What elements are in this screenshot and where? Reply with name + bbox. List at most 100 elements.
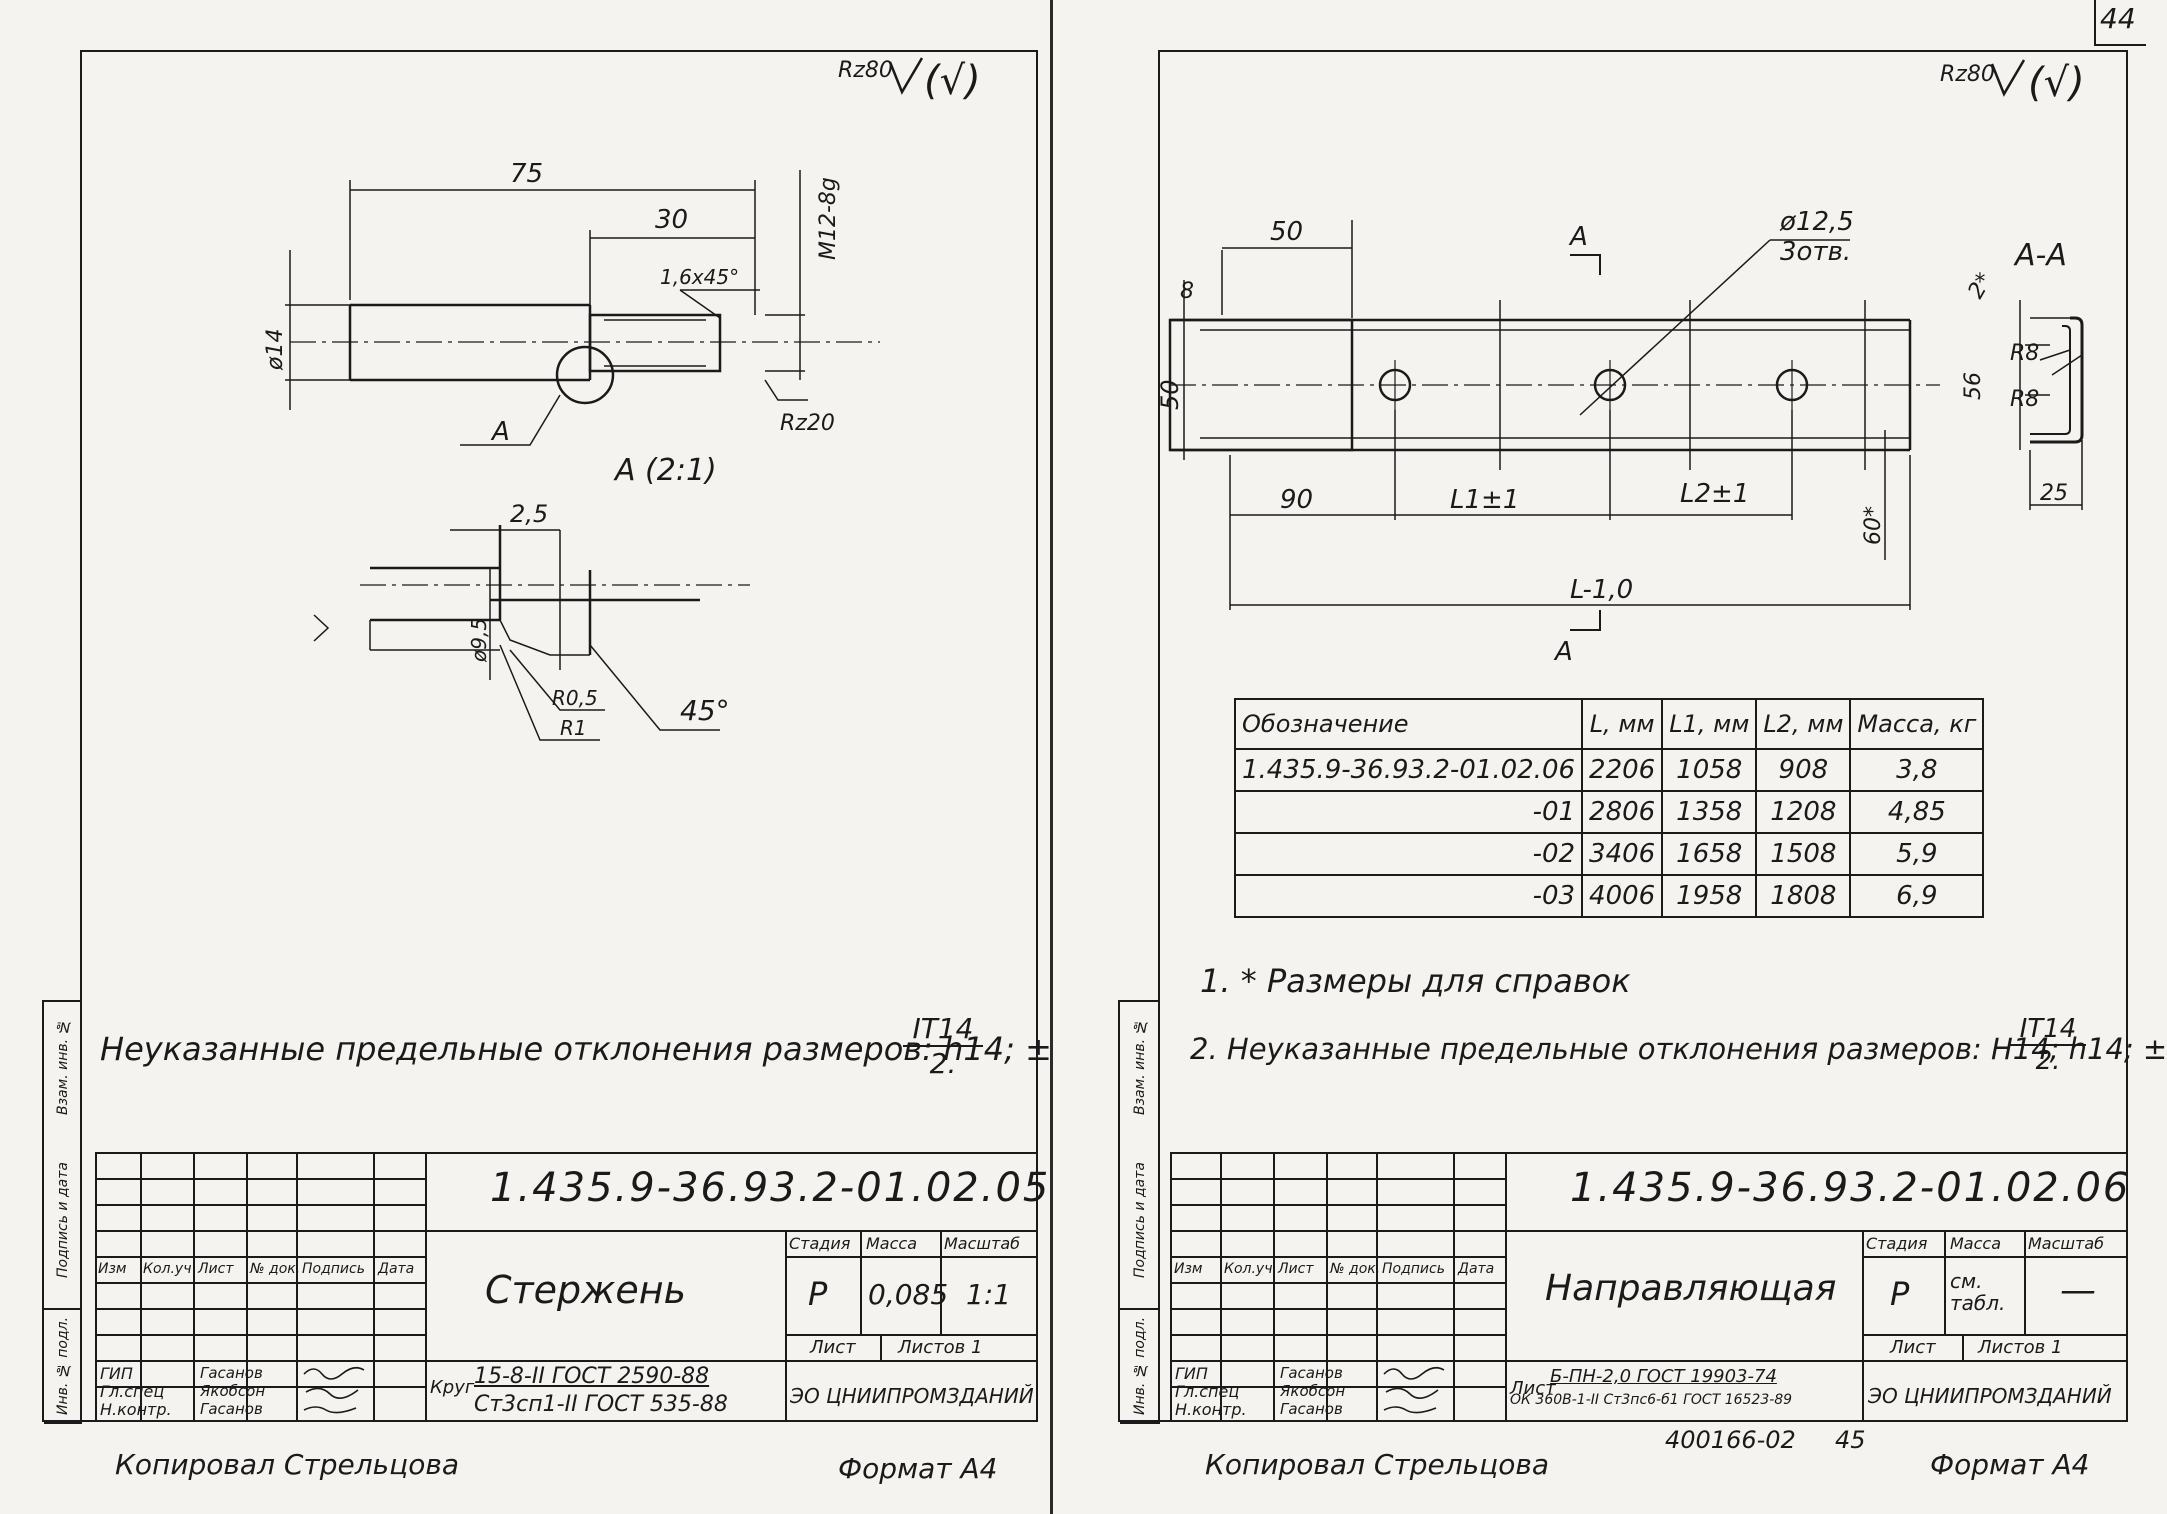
page-number-box (2094, 0, 2146, 46)
right-role-glspec: Гл.спец (1175, 1382, 1240, 1401)
right-doc-number: 1.435.9-36.93.2-01.02.06 (1570, 1165, 2131, 1211)
th-l2: L2, мм (1755, 698, 1852, 750)
th-l: L, мм (1581, 698, 1664, 750)
dia-9-5: ø9,5 (467, 618, 491, 663)
binder-label-signature: Подпись и дата (44, 1132, 82, 1310)
dim-90: 90 (1280, 485, 1313, 515)
right-format: Формат А4 (1930, 1448, 2090, 1481)
left-sheet-frame (80, 50, 1038, 1422)
left-sheet-label: Лист (810, 1337, 856, 1358)
left-roughness-general: Rz80 (838, 58, 893, 83)
left-role-nkontr: Н.контр. (100, 1400, 172, 1419)
right-col-date: Дата (1458, 1261, 1495, 1277)
left-fraction-den: 2. (929, 1047, 957, 1080)
left-title-block (95, 1152, 1038, 1422)
left-doc-number: 1.435.9-36.93.2-01.02.05 (490, 1165, 1051, 1211)
dim-l-total: L-1,0 (1570, 575, 1633, 605)
th-designation: Обозначение (1233, 698, 1584, 750)
right-roughness-general: Rz80 (1940, 62, 1995, 87)
left-organization: ЭО ЦНИИПРОМЗДАНИЙ (790, 1384, 1034, 1408)
binder-label-vzam: Взам. инв. № (55, 1018, 71, 1116)
right-scale-label: Масштаб (2028, 1234, 2105, 1253)
right-roughness-check: (√) (2028, 60, 2085, 106)
right-mass-label: Масса (1950, 1234, 2002, 1253)
r0-5: R0,5 (552, 686, 598, 710)
right-name-1: Гасанов (1280, 1364, 1343, 1382)
dim-l2: L2±1 (1680, 479, 1749, 509)
right-col-list: Лист (1278, 1261, 1314, 1277)
right-organization: ЭО ЦНИИПРОМЗДАНИЙ (1868, 1384, 2112, 1408)
left-copied-by: Копировал Стрельцова (115, 1448, 459, 1481)
left-roughness-symbol (888, 57, 924, 95)
right-fraction-den: 2. (2035, 1046, 2061, 1076)
th-mass: Масса, кг (1849, 698, 1985, 750)
right-part-name: Направляющая (1545, 1268, 1837, 1309)
radius-r8-top: R8 (2010, 341, 2039, 366)
left-material-prefix: Круг (430, 1377, 475, 1398)
right-material-line2: ОК 360В-1-II Ст3пс6-б1 ГОСТ 16523-89 (1510, 1392, 1793, 1408)
left-name-1: Гасанов (200, 1364, 263, 1382)
table-row: -01 2806 1358 1208 4,85 (1233, 790, 1985, 834)
right-note-1: 1. * Размеры для справок (1200, 962, 1631, 1000)
page-number: 44 (2100, 2, 2136, 35)
dim-30: 30 (655, 205, 688, 235)
dim-75: 75 (510, 159, 543, 189)
left-mass: 0,085 (868, 1278, 949, 1311)
right-col-izm: Изм (1174, 1261, 1203, 1277)
right-stage: Р (1890, 1275, 1910, 1313)
right-col-doc: № док. (1330, 1261, 1381, 1277)
right-binder-strip: Инв. № подл. Подпись и дата Взам. инв. № (1118, 1000, 1160, 1424)
section-a-bottom: А (1553, 637, 1573, 667)
th-l1: L1, мм (1661, 698, 1758, 750)
sheet-divider (1050, 0, 1053, 1514)
roughness-rz20: Rz20 (780, 411, 835, 436)
left-scale: 1:1 (966, 1278, 1012, 1311)
left-name-2: Якобсон (200, 1382, 266, 1400)
left-tolerance-text: Неуказанные предельные отклонения размер… (100, 1030, 1052, 1068)
binder-label-signature: Подпись и дата (1120, 1132, 1160, 1310)
dim-60: 60* (1861, 506, 1886, 545)
right-role-nkontr: Н.контр. (1175, 1400, 1247, 1419)
radius-r8-bottom: R8 (2010, 387, 2039, 412)
right-signatures (1383, 1366, 1445, 1414)
thread-label: М12-8g (816, 177, 841, 260)
angle-45: 45° (680, 694, 730, 727)
right-mass: см. табл. (1950, 1269, 2006, 1315)
left-col-sign: Подпись (302, 1261, 365, 1277)
left-part-drawing: 75 30 1,6х45° М12-8g ø14 Rz20 А А (2:1) … (263, 159, 880, 741)
right-title-block (1170, 1152, 2128, 1422)
left-stage-label: Стадия (789, 1234, 851, 1253)
left-fraction-num: IT14 (903, 1012, 983, 1047)
right-tolerance-fraction: IT14 2. (2010, 1014, 2086, 1076)
right-roughness-symbol (1990, 59, 2026, 97)
dim-l1: L1±1 (1450, 485, 1519, 515)
r1: R1 (560, 716, 587, 740)
left-part-name: Стержень (485, 1268, 687, 1312)
left-role-glspec: Гл.спец (100, 1382, 165, 1401)
right-role-gip: ГИП (1175, 1364, 1208, 1383)
table-row: 1.435.9-36.93.2-01.02.06 2206 1058 908 3… (1233, 748, 1985, 792)
view-a-title: А (2:1) (613, 453, 717, 488)
right-note-2: 2. Неуказанные предельные отклонения раз… (1190, 1032, 2167, 1066)
left-binder-strip: Инв. № подл. Подпись и дата Взам. инв. № (42, 1000, 82, 1424)
right-material-prefix: Лист (1510, 1378, 1556, 1399)
right-sheet-label: Лист (1890, 1337, 1936, 1358)
table-row: -03 4006 1958 1808 6,9 (1233, 874, 1985, 918)
section-a-top: А (1568, 222, 1588, 252)
right-fraction-num: IT14 (2010, 1014, 2086, 1046)
left-format: Формат А4 (838, 1452, 998, 1485)
right-stage-label: Стадия (1866, 1234, 1928, 1253)
table-row: -02 3406 1658 1508 5,9 (1233, 832, 1985, 876)
variants-table-header: Обозначение L, мм L1, мм L2, мм Масса, к… (1233, 698, 1985, 750)
left-role-gip: ГИП (100, 1364, 133, 1383)
left-col-kol: Кол.уч (143, 1261, 192, 1277)
view-a-leader-label: А (490, 417, 510, 447)
right-stamp-code: 400166-02 (1665, 1426, 1796, 1454)
left-col-izm: Изм (98, 1261, 127, 1277)
left-tolerance-fraction: IT14 2. (903, 1012, 983, 1080)
binder-label-inv-podl: Инв. № подл. (44, 1310, 82, 1424)
dia-14: ø14 (263, 329, 288, 371)
right-name-2: Якобсон (1280, 1382, 1346, 1400)
left-material-line2: Ст3сп1-II ГОСТ 535-88 (474, 1392, 728, 1417)
right-copied-by: Копировал Стрельцова (1205, 1448, 1549, 1481)
